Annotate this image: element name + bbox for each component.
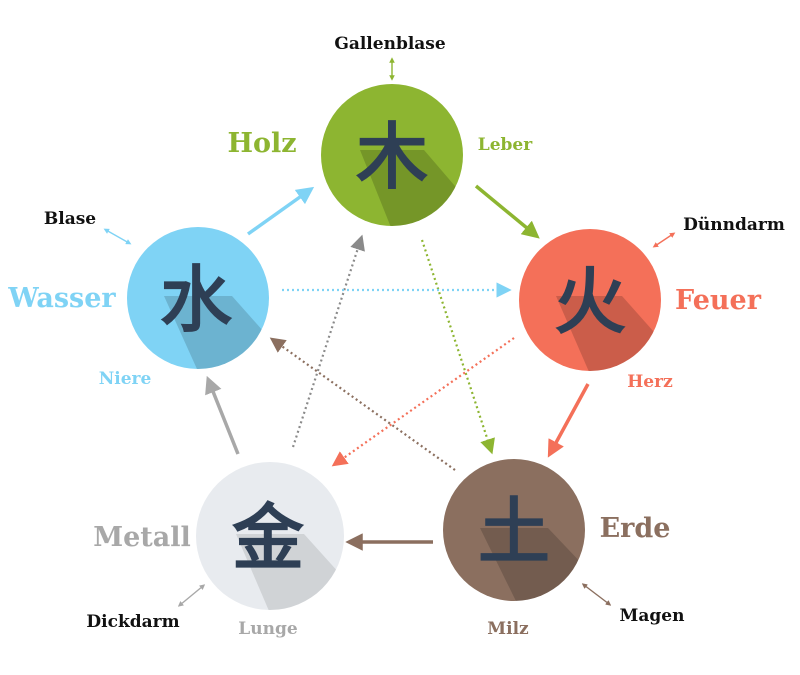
arrow-holz-to-feuer (474, 184, 540, 239)
feuer-label: Feuer (675, 285, 762, 316)
wasser-glyph: 水 (160, 258, 233, 342)
metall-label: Metall (93, 522, 191, 553)
dotted-arrow-feuer-to-metall (331, 337, 515, 467)
duenndarm-label: Dünndarm (683, 215, 785, 235)
holz-circle (321, 84, 463, 226)
dotted-arrow-erde-to-wasser (269, 337, 456, 471)
connector-blase (103, 228, 132, 245)
connector-duenndarm (652, 232, 676, 248)
leber-label: Leber (478, 135, 533, 155)
holz-glyph: 木 (356, 115, 428, 199)
milz-label: Milz (487, 619, 529, 639)
element-wasser: 水 (127, 227, 269, 369)
arrow-wasser-to-holz (246, 186, 315, 236)
erde-circle (443, 459, 585, 601)
lunge-label: Lunge (238, 619, 298, 639)
wasser-label: Wasser (7, 283, 116, 314)
element-erde: 土 (443, 459, 585, 601)
gallenblase-label: Gallenblase (334, 34, 446, 54)
herz-label: Herz (627, 372, 673, 392)
niere-label: Niere (99, 369, 152, 389)
connector-magen (581, 583, 612, 606)
arrow-metall-to-wasser (205, 375, 240, 455)
dotted-arrow-holz-to-erde (420, 239, 495, 455)
arrow-feuer-to-erde (547, 383, 590, 458)
element-holz: 木 (321, 84, 463, 226)
metall-glyph: 金 (231, 496, 305, 580)
erde-glyph: 土 (478, 490, 550, 574)
holz-label: Holz (227, 128, 296, 159)
feuer-circle (519, 229, 661, 371)
metall-circle (196, 462, 344, 610)
magen-label: Magen (620, 606, 685, 626)
dotted-arrow-metall-to-holz (291, 234, 365, 448)
element-feuer: 火 (519, 229, 661, 371)
wasser-circle (127, 227, 269, 369)
blase-label: Blase (44, 209, 96, 229)
feuer-glyph: 火 (554, 260, 626, 344)
connector-dickdarm (177, 584, 206, 607)
dickdarm-label: Dickdarm (86, 612, 179, 632)
erde-label: Erde (600, 513, 671, 544)
